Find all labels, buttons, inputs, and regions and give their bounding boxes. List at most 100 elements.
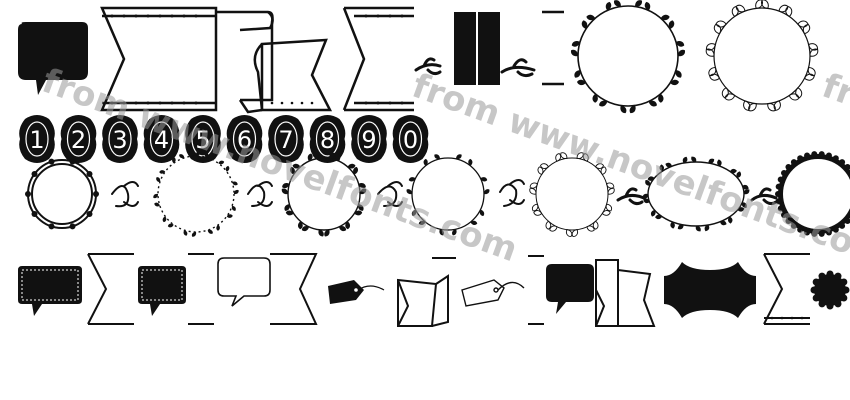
leaf-icon [406, 189, 413, 195]
scallop-dot [818, 230, 825, 237]
scallop-dot [832, 155, 839, 162]
leaf-icon [677, 49, 686, 57]
leaf-outline-icon [767, 103, 776, 112]
leaf-icon [312, 152, 319, 159]
leaf-outline-icon [788, 93, 800, 101]
scallop-dot [804, 229, 811, 236]
badge-numeral: 2 [71, 126, 86, 154]
scallop-dot [812, 294, 820, 302]
scallop-dot [777, 205, 784, 212]
scallop-dot [839, 159, 846, 166]
leaf-icon [470, 220, 478, 226]
banner-3-icon [763, 253, 810, 325]
berry-icon [25, 191, 31, 197]
leaf-icon [434, 154, 440, 160]
folded-ribbon-icon [238, 38, 333, 114]
badge-ring [66, 121, 91, 157]
leaf-icon [207, 229, 213, 234]
curl-ornament-icon [111, 181, 139, 208]
badge-numeral: 5 [195, 126, 210, 154]
berry-icon [86, 210, 93, 217]
scallop-dot [825, 229, 832, 236]
leaf-icon [605, 1, 612, 11]
leaf-icon [479, 209, 485, 217]
leaf-icon [456, 154, 462, 160]
leaf-icon [581, 20, 588, 29]
leaf-icon [162, 216, 167, 223]
scallop-dot [810, 286, 818, 294]
leaf-outline-icon [549, 225, 558, 232]
leafy-wreath-leaves [406, 154, 490, 236]
leaf-icon [318, 229, 324, 237]
badge-shape [102, 115, 138, 163]
leaf-icon [408, 177, 416, 182]
tag-outline-icon [461, 279, 525, 307]
leaf-icon [586, 14, 596, 21]
leaf-outline-icon [761, 0, 769, 9]
leaf-icon [729, 168, 737, 174]
leaf-outline-icon [529, 182, 538, 189]
curl-ornament-3-icon [377, 181, 403, 207]
leaf-icon [704, 224, 710, 232]
leaf-icon [571, 40, 581, 47]
leaf-icon [642, 193, 649, 199]
scallop-dot [826, 270, 834, 278]
banner-right-icon [270, 253, 318, 325]
leaf-icon [191, 231, 197, 237]
speech-bubble-small-icon [138, 266, 186, 316]
leaf-icon [668, 20, 675, 29]
badge-shape [60, 115, 97, 163]
scallop-dot [777, 176, 784, 183]
scallop-dot [825, 152, 832, 159]
leaf-icon [183, 230, 188, 236]
badge-ring [149, 121, 174, 157]
scallop-dot [844, 217, 850, 224]
leaf-outline-icon [533, 210, 543, 216]
leaf-icon [324, 229, 330, 237]
leaf-icon [620, 105, 627, 114]
leaf-icon [226, 214, 233, 218]
laurel-wreath-icon [157, 155, 235, 233]
leaf-icon [285, 210, 294, 216]
leaf-outline-icon [735, 4, 746, 13]
laurel-leaves-2 [281, 152, 367, 237]
leaf-icon [670, 79, 679, 86]
leaf-icon [301, 225, 310, 232]
leaf-outline-icon [601, 210, 611, 216]
bracket-3-icon [528, 255, 544, 325]
scallop-dot [797, 226, 804, 233]
speech-bubble-solid-2-icon [546, 264, 594, 314]
numeral-badge: 6 [226, 115, 263, 163]
curl-ornament-4-icon [499, 179, 525, 207]
leaf-outline-icon [540, 163, 549, 169]
leaf-outline-icon [785, 5, 793, 18]
wreath-outline-leaves [705, 0, 819, 112]
leaf-icon [677, 224, 684, 230]
leaf-icon [635, 0, 643, 7]
speech-bubble-icon [18, 22, 88, 95]
leaf-icon [335, 153, 341, 162]
scallop-dot [811, 230, 818, 237]
leaf-outline-icon [600, 166, 607, 176]
badge-ring [398, 121, 423, 157]
flourish-icon [414, 57, 442, 76]
leaf-outline-icon [555, 153, 562, 162]
scallop-dot [832, 226, 839, 233]
leaf-outline-icon [529, 188, 537, 195]
berry-icon [69, 158, 76, 165]
leaf-icon [717, 159, 722, 167]
leaf-icon [358, 204, 364, 211]
scallop-dot [834, 272, 842, 280]
leaf-icon [737, 207, 745, 212]
leaf-icon [292, 163, 301, 169]
bracket-2-icon [188, 253, 214, 325]
leaf-outline-icon [592, 220, 599, 230]
leaf-icon [670, 221, 675, 229]
scallop-dot [785, 164, 792, 171]
leaf-outline-icon [537, 166, 544, 176]
numeral-badge: 3 [102, 115, 138, 163]
leaf-icon [218, 160, 225, 165]
leaf-outline-icon [576, 152, 584, 159]
flourish-right-icon [500, 58, 536, 78]
leaf-icon [742, 184, 749, 190]
